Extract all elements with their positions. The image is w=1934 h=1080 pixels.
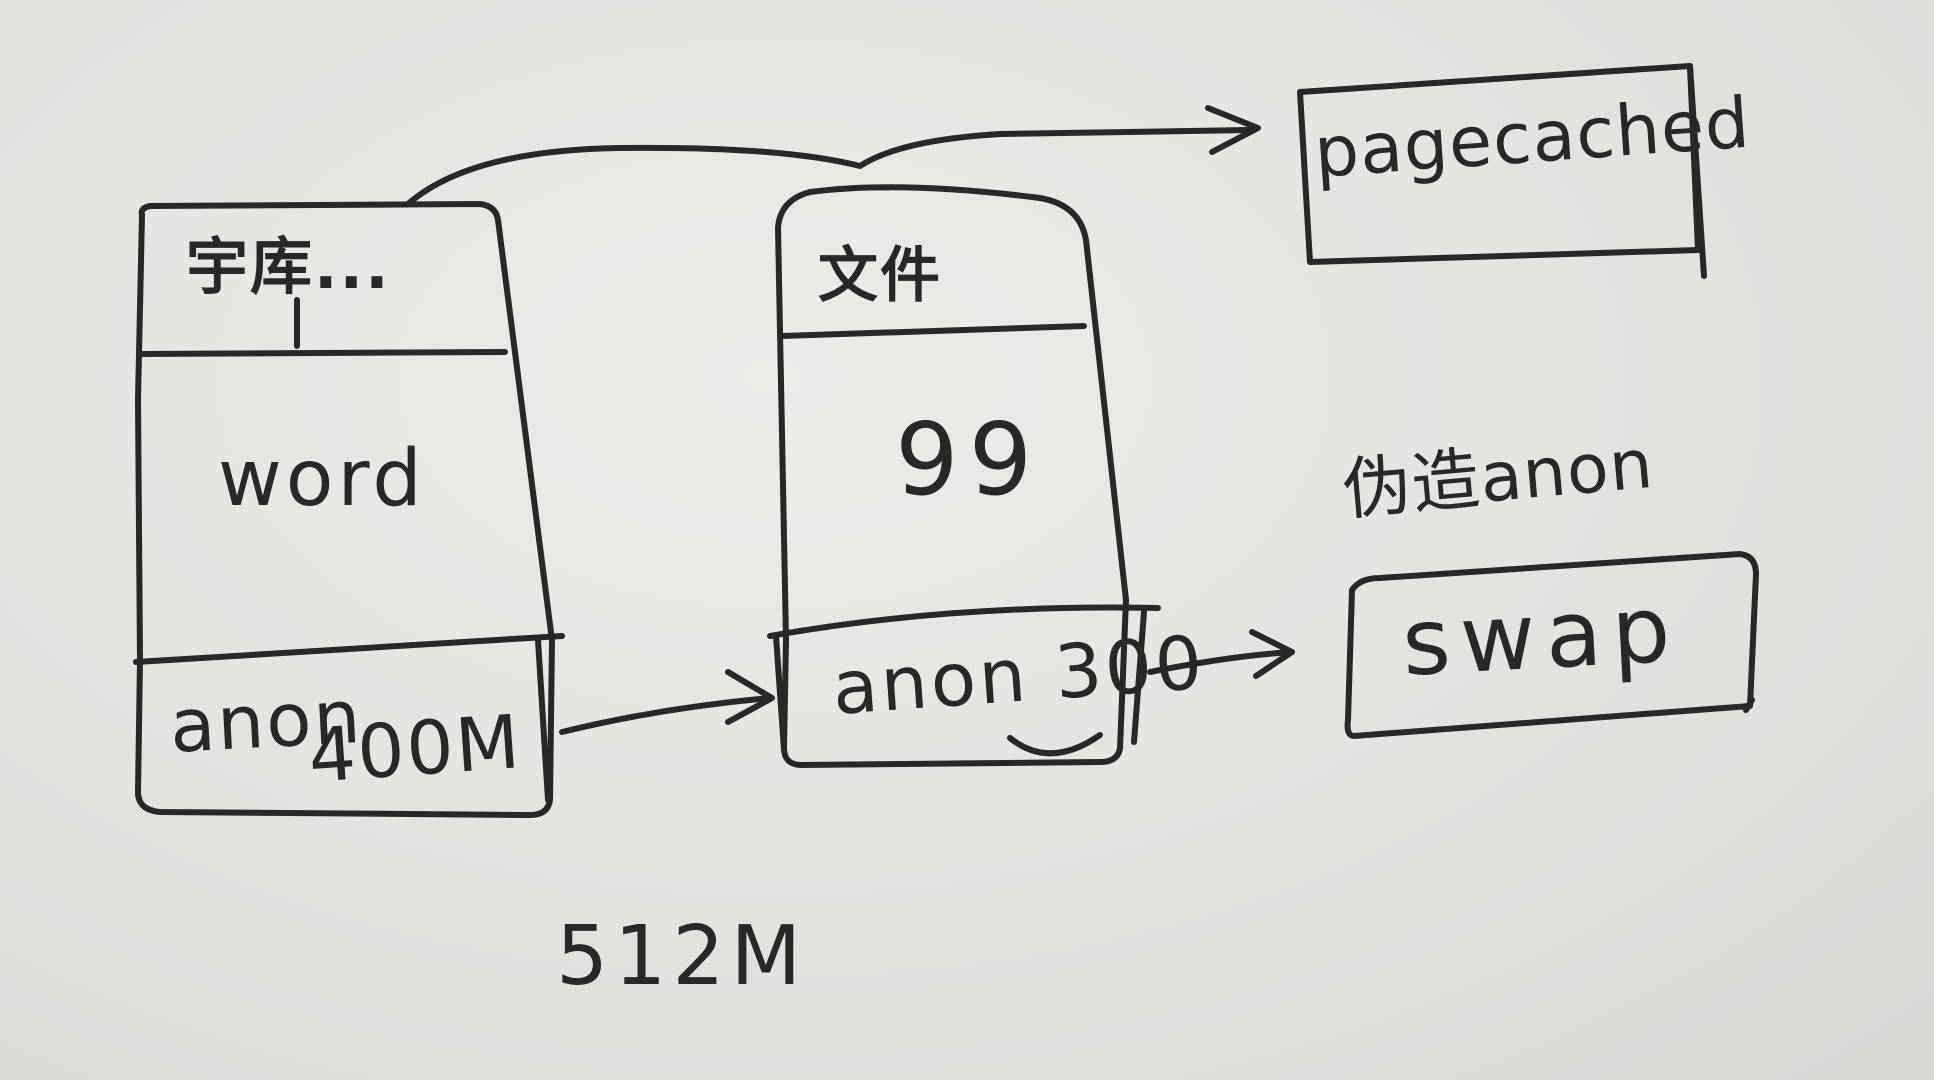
memory-box-middle-label: word — [218, 434, 426, 524]
swap-box-right-extension — [1743, 697, 1755, 713]
memory-box-bottom-inner-edge — [535, 637, 551, 803]
total-memory-label: 512M — [556, 909, 808, 1004]
file-box-top-label: 文件 — [818, 241, 942, 311]
file-box-bottom-side-right — [1131, 609, 1147, 745]
file-box-bottom-swirl — [1007, 732, 1103, 757]
swap-label: swap — [1399, 575, 1683, 697]
pagecache-box-outline — [1297, 63, 1701, 265]
swap-box-outline — [1344, 551, 1759, 739]
pagecache-box-right-extension — [1687, 63, 1707, 279]
arrow-to-pagecache-head — [1205, 105, 1261, 155]
arrow-anon-to-file-head — [725, 669, 775, 725]
file-box-bottom-divider — [767, 604, 1161, 639]
file-box-top-divider — [779, 323, 1087, 339]
file-box-middle-label: 99 — [895, 401, 1043, 518]
arrow-to-swap — [1147, 649, 1295, 675]
memory-box-top-label: 宇库... — [186, 230, 391, 303]
memory-box-top-divider — [137, 349, 508, 357]
arrow-to-pagecache — [405, 127, 1253, 207]
memory-box-bottom-divider — [133, 633, 565, 665]
file-box-outline — [775, 184, 1129, 768]
arrow-anon-to-file — [559, 695, 773, 735]
memory-box-bottom-size: 400M — [305, 699, 525, 800]
arrow-to-swap-head — [1249, 629, 1295, 679]
file-box-bottom-side-left — [773, 633, 787, 753]
